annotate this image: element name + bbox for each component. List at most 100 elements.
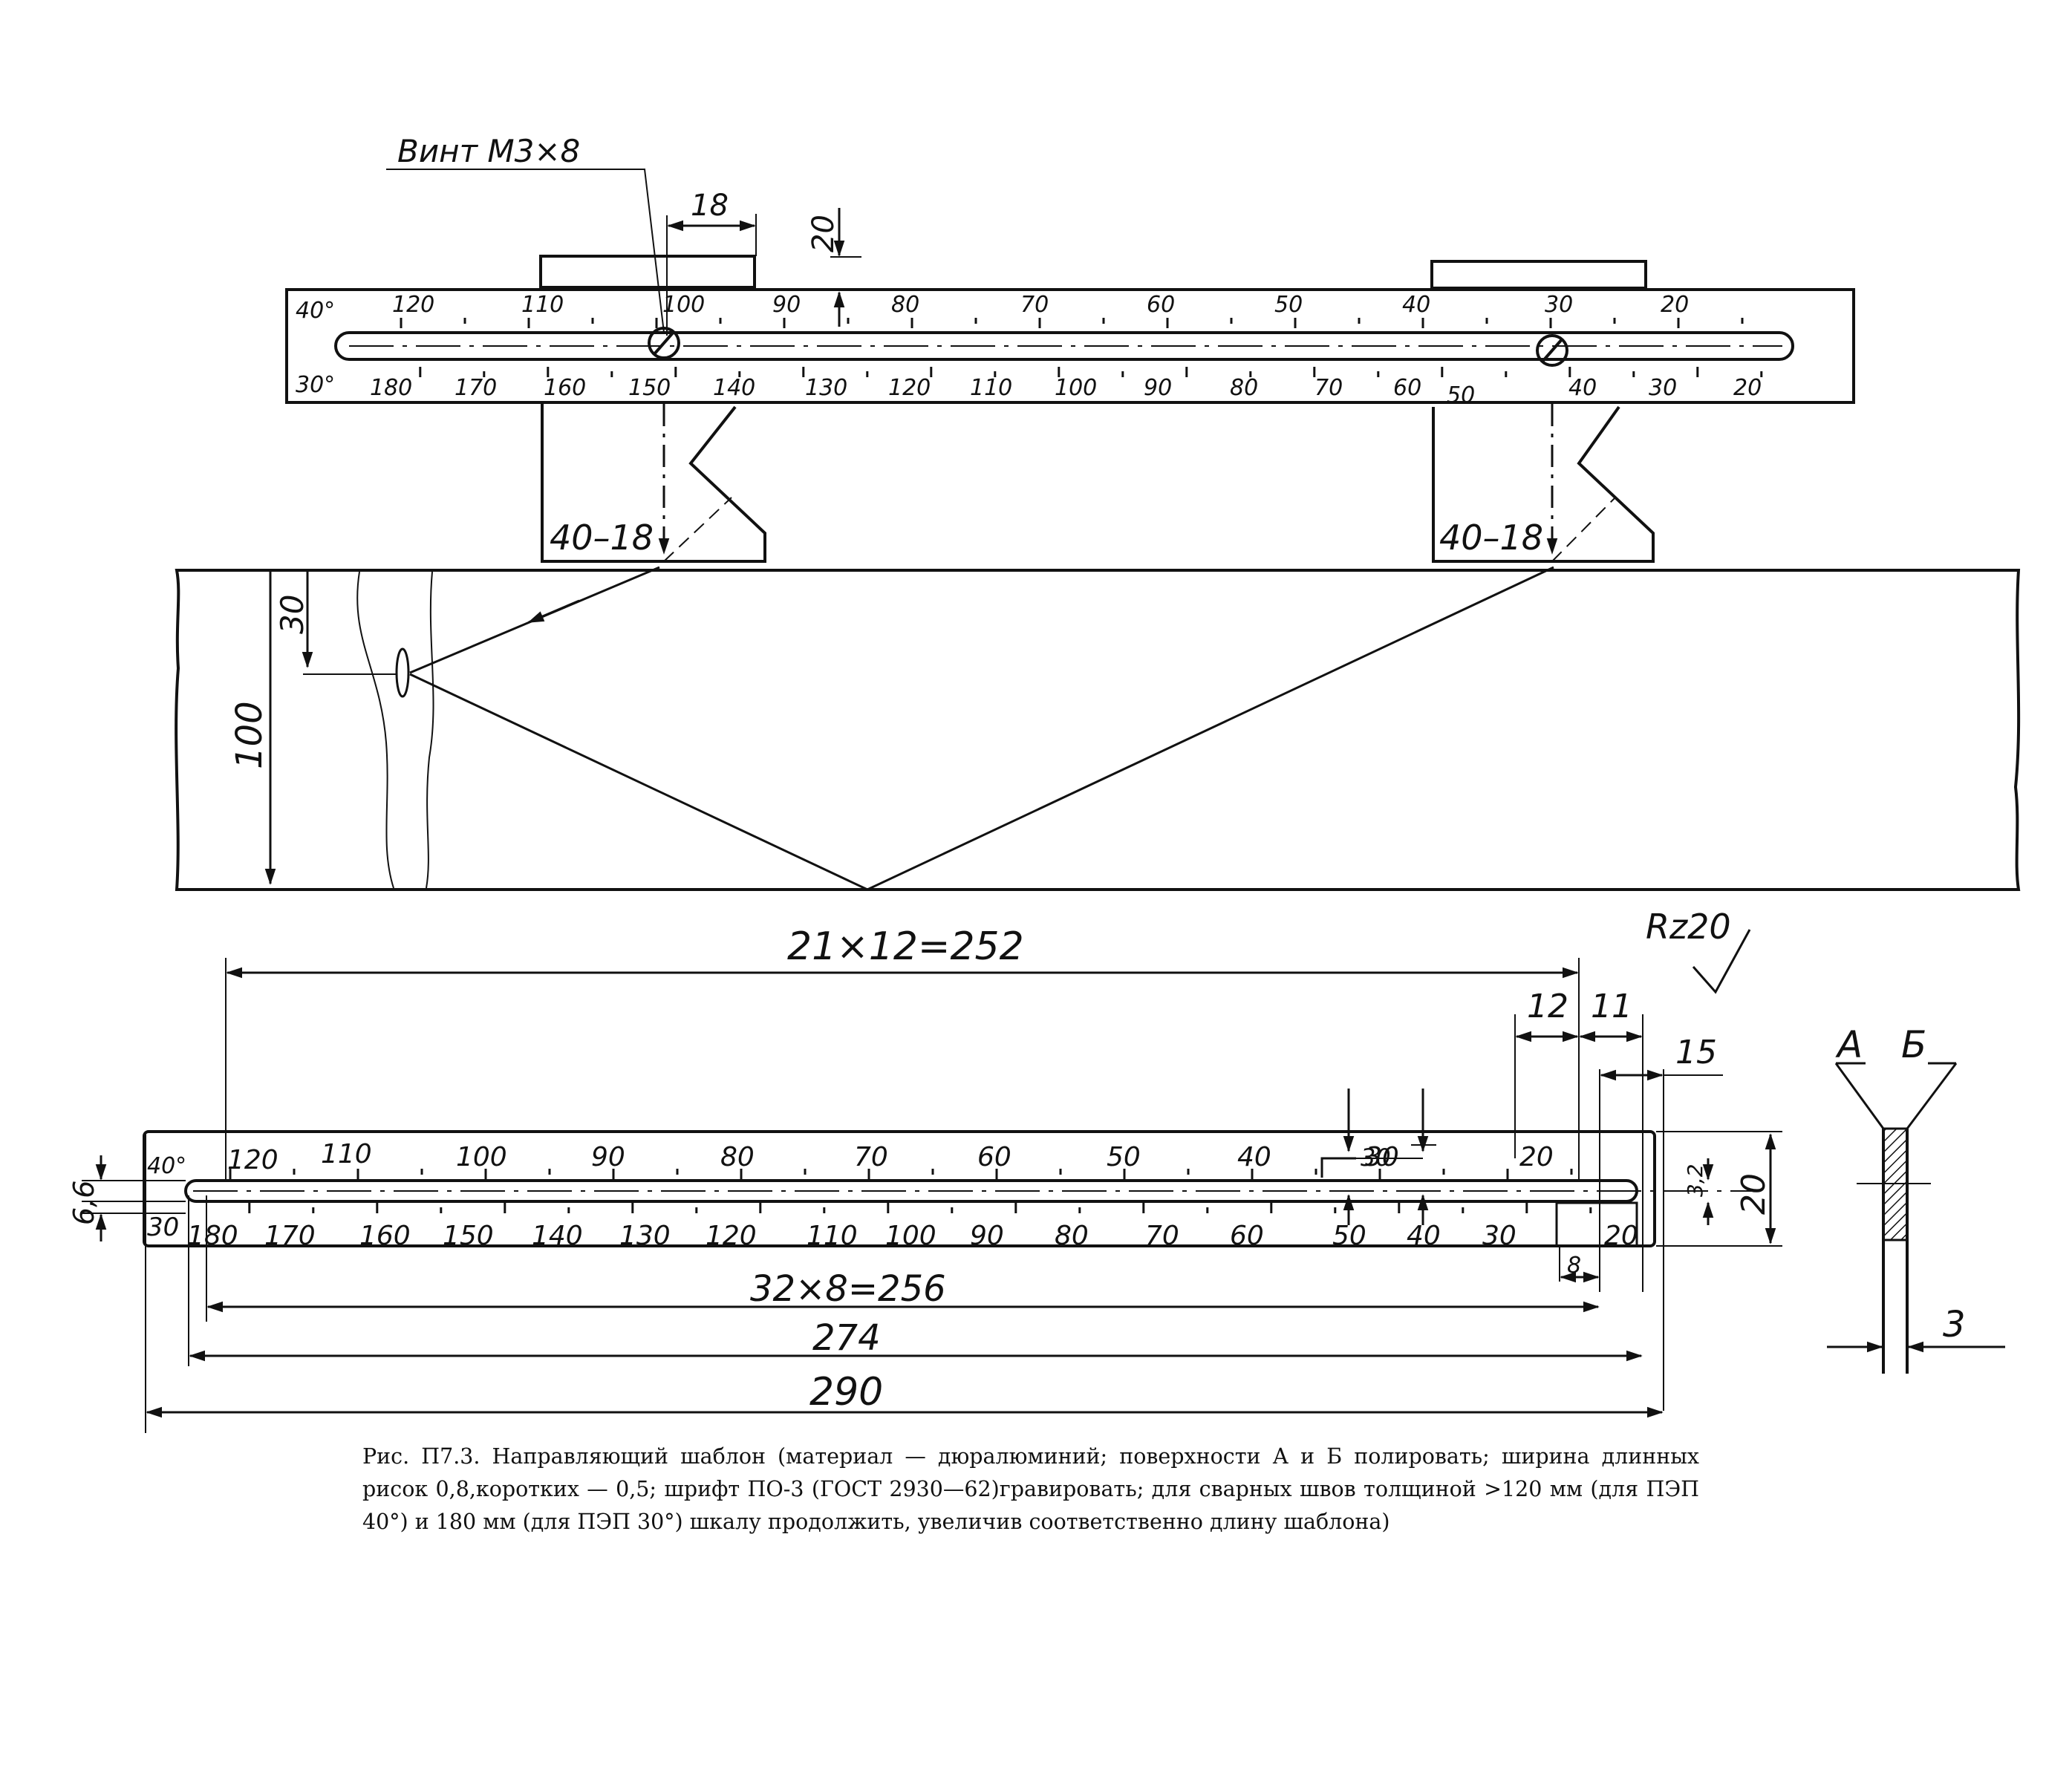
dim-18-label: 18 (691, 189, 729, 223)
scale-label: 30 (1649, 375, 1677, 401)
scale-label: 80 (720, 1142, 755, 1172)
scale-label: 50 (1447, 382, 1475, 408)
scale-label: 110 (970, 375, 1012, 401)
upper-labels: Винт М3×8 18 20 40–18 40–18 30 100 40° 3… (229, 133, 1762, 769)
scale-label: 130 (619, 1221, 671, 1251)
scale-label: 60 (1230, 1221, 1264, 1251)
scale-label: 30 (1365, 1142, 1399, 1172)
roughness-label: Rz20 (1646, 907, 1731, 947)
scale-label: 20 (1604, 1221, 1638, 1251)
specimen-plate (175, 569, 2021, 891)
scale-label: 120 (227, 1145, 278, 1175)
scale-label: 70 (1020, 292, 1049, 318)
left-top-plate (539, 255, 756, 289)
scale-label: 110 (521, 292, 564, 318)
upper-angle-40: 40° (296, 298, 335, 324)
lower-scale-ticks (229, 1169, 1592, 1213)
dim-11-label: 11 (1591, 988, 1632, 1025)
probe-right-label: 40–18 (1439, 518, 1543, 558)
scale-label: 150 (628, 375, 671, 401)
scale-label: 180 (370, 375, 412, 401)
thickness-3-label: 3 (1943, 1304, 1966, 1345)
scale-label: 120 (888, 375, 931, 401)
scale-label: 40 (1407, 1221, 1441, 1251)
scale-label: 100 (1055, 375, 1097, 401)
scale-label: 180 (187, 1221, 238, 1251)
surface-a-label: А (1835, 1023, 1863, 1066)
dim-20-label: 20 (1735, 1173, 1773, 1215)
lower-view (82, 929, 1782, 1433)
scale-label: 90 (591, 1142, 625, 1172)
screw-label: Винт М3×8 (397, 133, 580, 169)
figure-caption: Рис. П7.3. Направляющий шаблон (материал… (362, 1444, 1699, 1534)
scale-label: 70 (854, 1142, 888, 1172)
dim-20-label: 20 (807, 215, 841, 252)
scale-label: 100 (662, 292, 705, 318)
lower-angle-30: 30 (147, 1213, 179, 1242)
dim-8-label: 8 (1567, 1253, 1581, 1279)
scale-label: 140 (713, 375, 755, 401)
scale-label: 30 (1545, 292, 1573, 318)
scale-label: 20 (1519, 1142, 1554, 1172)
lower-template-body (143, 1130, 1656, 1247)
scale-label: 50 (1107, 1142, 1141, 1172)
lower-scale-top: 120 110 100 90 80 70 60 50 40 30 20 (227, 1139, 1554, 1175)
dim-100-label: 100 (229, 701, 270, 769)
dim-30-label: 30 (274, 595, 310, 634)
upper-angle-30: 30° (296, 372, 335, 398)
scale-label: 90 (772, 292, 801, 318)
scale-label: 160 (359, 1221, 411, 1251)
upper-view (175, 169, 2021, 891)
scale-label: 20 (1733, 375, 1762, 401)
scale-label: 50 (1332, 1221, 1366, 1251)
scale-label: 80 (891, 292, 919, 318)
upper-ruler-body (285, 288, 1855, 404)
dim-6-6-label: 6,6 (68, 1181, 100, 1225)
dim-30-marker-label: 30 (1361, 1143, 1391, 1172)
dim-12-label: 12 (1527, 988, 1568, 1025)
section-view (1827, 1062, 2005, 1374)
scale-label: 40 (1237, 1142, 1271, 1172)
lower-labels: 21×12=252 Rz20 12 11 15 32×8=256 274 290… (68, 907, 1773, 1414)
scale-label: 30 (1482, 1221, 1516, 1251)
scale-label: 110 (321, 1139, 372, 1169)
dim-15-label: 15 (1675, 1034, 1717, 1071)
scale-label: 60 (977, 1142, 1011, 1172)
screw-right (1536, 334, 1568, 367)
defect (395, 647, 410, 698)
scale-label: 80 (1055, 1221, 1089, 1251)
lower-scale-bottom: 180 170 160 150 140 130 120 110 100 90 8… (187, 1221, 1638, 1251)
scale-label: 120 (706, 1221, 757, 1251)
scale-label: 100 (885, 1221, 936, 1251)
scale-label: 40 (1402, 292, 1430, 318)
scale-label: 40 (1568, 375, 1597, 401)
scale-label: 50 (1274, 292, 1303, 318)
probe-left (541, 404, 766, 563)
beam-right (409, 566, 1554, 891)
surface-b-label: Б (1901, 1023, 1926, 1066)
scale-label: 60 (1393, 375, 1421, 401)
dim-256-label: 32×8=256 (750, 1268, 946, 1310)
scale-label: 90 (1144, 375, 1172, 401)
lower-angle-40: 40° (147, 1153, 186, 1179)
scale-label: 130 (805, 375, 847, 401)
dim-290-label: 290 (809, 1370, 883, 1414)
upper-ruler-slot (334, 331, 1794, 361)
scale-label: 80 (1230, 375, 1258, 401)
scale-label: 170 (455, 375, 497, 401)
scale-label: 140 (532, 1221, 583, 1251)
probe-left-label: 40–18 (550, 518, 654, 558)
scale-label: 170 (264, 1221, 316, 1251)
scale-label: 160 (544, 375, 586, 401)
scale-label: 110 (807, 1221, 858, 1251)
upper-scale-top: 120 110 100 90 80 70 60 50 40 30 20 (392, 292, 1689, 318)
scale-label: 20 (1661, 292, 1689, 318)
dim-274-label: 274 (812, 1317, 881, 1359)
scale-label: 90 (970, 1221, 1004, 1251)
dim-252-label: 21×12=252 (787, 924, 1024, 969)
probe-right (1432, 404, 1655, 563)
upper-scale-bottom: 180 170 160 150 140 130 120 110 100 90 8… (370, 375, 1762, 408)
scale-label: 120 (392, 292, 434, 318)
upper-scale-ticks (400, 318, 1763, 377)
